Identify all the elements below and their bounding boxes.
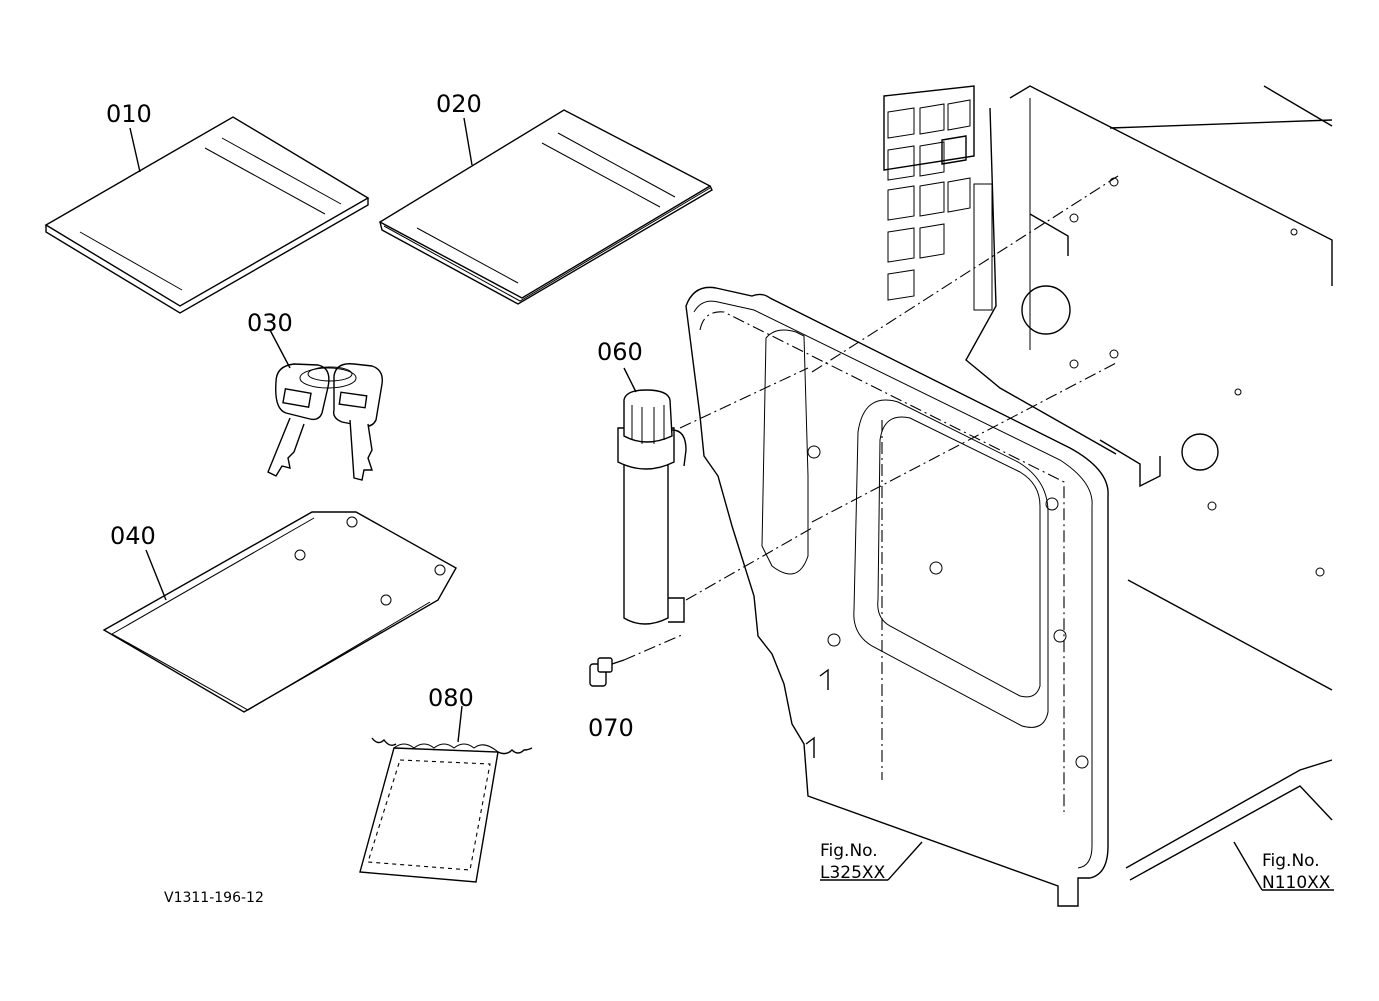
part-label-060: 060 xyxy=(597,338,643,366)
manual-010-illustration: 010 xyxy=(44,100,370,314)
fig-ref-label-l325: Fig.No. xyxy=(820,841,878,861)
part-label-040: 040 xyxy=(110,522,156,550)
bolt-070-illustration: 070 xyxy=(588,657,634,742)
part-label-020: 020 xyxy=(436,90,482,118)
assembly-lines xyxy=(623,175,1119,661)
fig-ref-code-n110: N110XX xyxy=(1262,873,1331,893)
manual-020-illustration: 020 xyxy=(378,90,713,305)
fender-panel-illustration: Fig.No. L325XX xyxy=(685,286,1109,907)
part-label-080: 080 xyxy=(428,684,474,712)
fig-ref-label-n110: Fig.No. xyxy=(1262,851,1320,871)
part-label-010: 010 xyxy=(106,100,152,128)
pouch-080-illustration: 080 xyxy=(359,684,533,883)
part-label-030: 030 xyxy=(247,309,293,337)
key-set-030-illustration: 030 xyxy=(247,309,383,481)
holder-060-illustration: 060 xyxy=(597,338,687,625)
drawing-code: V1311-196-12 xyxy=(164,890,264,906)
part-label-070: 070 xyxy=(588,714,634,742)
cab-lattice xyxy=(883,85,975,301)
fig-ref-code-l325: L325XX xyxy=(820,863,886,883)
cab-structure-illustration: Fig.No. N110XX xyxy=(883,85,1334,893)
sheet-040-illustration: 040 xyxy=(102,511,457,713)
